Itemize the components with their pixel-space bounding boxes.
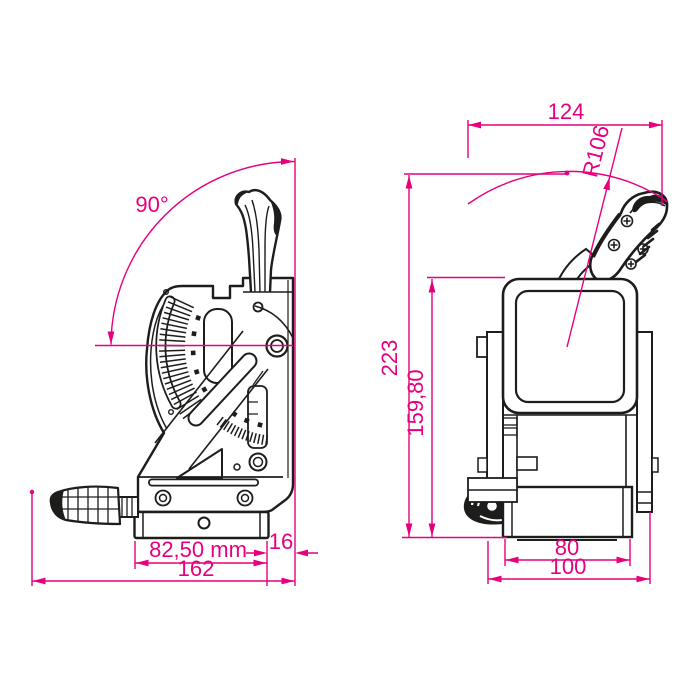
dim-overall-height: 223 — [377, 173, 566, 539]
body-columns-inner — [516, 415, 627, 487]
front-base-block — [501, 485, 634, 539]
body-ring-lower — [248, 452, 268, 472]
clamp-handle — [49, 485, 139, 526]
slide-screw-left — [154, 489, 172, 507]
base-block — [133, 510, 270, 540]
angle-scale-markers — [190, 314, 208, 393]
lever-grip-cap — [632, 194, 666, 213]
arm-edge-upper — [154, 330, 244, 444]
side-lever — [234, 188, 282, 293]
front-view-drawing — [463, 190, 669, 541]
dim-top-width: 124 — [467, 99, 663, 206]
lever-cap-dark — [235, 191, 249, 204]
body-hole-small — [233, 463, 241, 471]
rim-screw-bottom — [167, 409, 174, 416]
column-block-2 — [502, 427, 518, 436]
slide-screw-right — [236, 489, 254, 507]
base-chamfers — [142, 512, 261, 538]
column-block-1 — [502, 417, 518, 426]
lever-grip-ribs — [634, 222, 661, 264]
rail-tab-left — [476, 336, 488, 358]
lever-edge-band — [591, 212, 622, 258]
dim-edge-offset: 16 — [246, 529, 318, 557]
channel-details — [248, 370, 264, 415]
dimension-label-angle: 90° — [135, 192, 168, 217]
arm-head-curve — [254, 305, 294, 339]
dim-overall-length: 162 — [29, 489, 295, 586]
dim-front-base-width: 80 — [504, 535, 631, 566]
dim-body-height: 159,80 — [403, 276, 505, 537]
rail-grooves — [487, 491, 652, 504]
dim-overall-width: 100 — [487, 512, 651, 584]
rail-tab-left-lower — [477, 457, 488, 473]
dimension-label-edge-offset: 16 — [269, 529, 293, 554]
slide-screw-left-inner — [158, 493, 168, 503]
slide-screw-right-inner — [240, 493, 250, 503]
dimension-label-overall-length: 162 — [178, 556, 215, 581]
body-ring-lower-inner — [252, 456, 264, 468]
dimension-annotations: 90° 82,50 mm 16 162 — [29, 99, 669, 586]
diagonal-slot — [187, 352, 258, 427]
dim-angle-90: 90° — [95, 158, 296, 586]
dim-base-width: 82,50 mm — [134, 537, 268, 586]
handle-tip-cap — [50, 490, 66, 520]
handle-knurling — [56, 487, 119, 524]
base-hole — [197, 516, 211, 530]
side-view-drawing — [49, 188, 295, 540]
dimension-label-lever-radius: R106 — [577, 123, 614, 180]
rim-screw-top — [162, 289, 169, 296]
triangle-cutout — [176, 448, 223, 479]
lever-screws — [607, 214, 649, 270]
rail-right — [636, 331, 653, 513]
lever-edge-dark — [270, 200, 281, 236]
face-plate-inner — [514, 289, 626, 404]
dimension-label-base-width: 82,50 mm — [149, 537, 247, 562]
front-lever — [556, 190, 669, 283]
dimension-label-top-width: 124 — [548, 99, 585, 124]
dimension-label-overall-width: 100 — [550, 554, 587, 579]
body-hole-top — [252, 301, 264, 313]
rail-tab-right-lower — [651, 457, 659, 473]
body-columns — [502, 415, 638, 487]
dimension-label-overall-height: 223 — [377, 340, 402, 377]
dimension-label-body-height: 159,80 — [403, 369, 428, 436]
dimension-label-front-base-width: 80 — [555, 535, 579, 560]
vertical-channel — [247, 385, 268, 449]
middle-tab — [516, 456, 538, 471]
handle-shaft-ribs — [121, 498, 133, 516]
